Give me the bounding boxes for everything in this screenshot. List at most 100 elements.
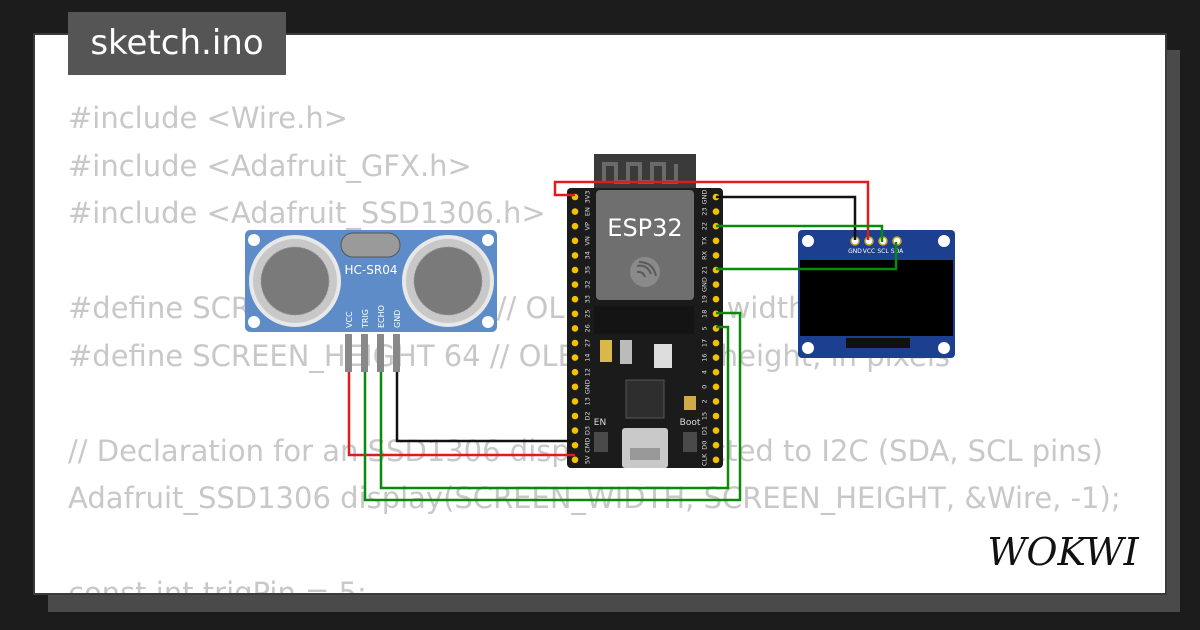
wire-gpio22-scl[interactable] bbox=[716, 224, 884, 242]
header-pin[interactable] bbox=[712, 354, 720, 361]
pin-label: EN bbox=[584, 207, 592, 216]
crystal-oscillator bbox=[340, 232, 401, 258]
pin-label: VP bbox=[584, 222, 592, 230]
smd-component bbox=[684, 396, 696, 410]
header-pin[interactable] bbox=[571, 368, 579, 376]
pin-label: VN bbox=[584, 236, 592, 245]
transmitter-icon bbox=[249, 235, 341, 327]
header-pin[interactable] bbox=[571, 222, 579, 230]
header-pin[interactable] bbox=[712, 368, 720, 376]
pin-label: D2 bbox=[584, 411, 592, 420]
wire-vcc-5v[interactable] bbox=[347, 372, 575, 457]
header-pin[interactable] bbox=[712, 252, 720, 259]
pin-label: GND bbox=[584, 379, 592, 394]
boot-button[interactable] bbox=[683, 432, 697, 452]
pin-trig[interactable] bbox=[361, 334, 368, 372]
header-pin[interactable] bbox=[571, 354, 579, 361]
en-button[interactable] bbox=[594, 432, 608, 452]
pin-label: 27 bbox=[584, 339, 592, 347]
pin-gnd[interactable] bbox=[393, 334, 400, 372]
pin-label: 17 bbox=[701, 339, 709, 347]
wifi-antenna bbox=[594, 154, 696, 192]
header-pin[interactable] bbox=[571, 266, 579, 274]
receiver-icon bbox=[402, 235, 494, 327]
header-pin[interactable] bbox=[571, 398, 579, 405]
header-pin[interactable] bbox=[712, 383, 720, 391]
oled-pin-label: SCL bbox=[877, 248, 889, 255]
pin-label: 25 bbox=[584, 310, 592, 318]
usb-uart-chip bbox=[625, 379, 665, 419]
header-pin[interactable] bbox=[571, 412, 579, 420]
header-pin[interactable] bbox=[571, 310, 579, 318]
pin-vcc[interactable] bbox=[345, 334, 352, 372]
header-pin[interactable] bbox=[712, 456, 720, 464]
header-pin[interactable] bbox=[571, 252, 579, 259]
smd-component bbox=[600, 340, 612, 362]
pin-label: CLK bbox=[701, 453, 709, 466]
antenna-trace bbox=[602, 162, 678, 184]
header-pin[interactable] bbox=[571, 339, 579, 347]
pin-label: D0 bbox=[701, 441, 709, 450]
sensor-pin-label: GND bbox=[393, 310, 402, 328]
pin-label: 0 bbox=[701, 385, 709, 389]
header-pin[interactable] bbox=[712, 412, 720, 420]
wire-echo-gpio18[interactable] bbox=[379, 325, 730, 490]
wire-trig-gpio5[interactable] bbox=[363, 311, 742, 502]
wire-gnd-gnd[interactable] bbox=[395, 372, 575, 443]
header-pin[interactable] bbox=[712, 427, 720, 434]
usb-port-inner bbox=[630, 448, 660, 460]
code-line: #include <Adafruit_SSD1306.h> bbox=[68, 196, 546, 230]
sensor-pin-label: ECHO bbox=[377, 305, 386, 328]
wire-3v3-oled-vcc[interactable] bbox=[553, 180, 870, 240]
esp32-board[interactable]: ESP32 EN Boot 3V3ENVPVN34353233252627141… bbox=[567, 154, 723, 468]
pin-label: 18 bbox=[701, 310, 709, 318]
pin-label: 4 bbox=[701, 370, 709, 374]
header-pin[interactable] bbox=[712, 398, 720, 405]
pin-label: GND bbox=[701, 190, 709, 205]
wires bbox=[347, 180, 898, 502]
header-pin[interactable] bbox=[571, 281, 579, 288]
mount-hole bbox=[248, 316, 260, 328]
header-pin[interactable] bbox=[712, 281, 720, 288]
sensor-pin-label: VCC bbox=[345, 311, 354, 328]
header-pin[interactable] bbox=[712, 208, 720, 215]
pin-label: 23 bbox=[701, 207, 709, 215]
sensor-label: HC-SR04 bbox=[345, 263, 398, 277]
pin-label: 12 bbox=[584, 368, 592, 376]
logo-text: WOKWI bbox=[987, 530, 1139, 574]
pin-label: RX bbox=[701, 250, 709, 260]
header-pin[interactable] bbox=[712, 237, 720, 245]
header-pin[interactable] bbox=[571, 237, 579, 245]
pin-label: GND bbox=[701, 277, 709, 292]
oled-ribbon bbox=[846, 338, 910, 348]
wire-gpio21-sda[interactable] bbox=[716, 242, 898, 271]
header-pin[interactable] bbox=[571, 383, 579, 391]
pin-label: CMD bbox=[584, 438, 592, 453]
pin-label: 5V bbox=[584, 455, 592, 464]
mount-hole bbox=[482, 234, 494, 246]
pin-label: 34 bbox=[584, 251, 592, 259]
pin-echo[interactable] bbox=[377, 334, 384, 372]
espressif-logo-icon bbox=[630, 257, 660, 287]
header-pin[interactable] bbox=[712, 441, 720, 449]
oled-pin-label: GND bbox=[848, 248, 862, 255]
header-pin[interactable] bbox=[571, 295, 579, 303]
pin-label: 14 bbox=[584, 353, 592, 361]
pin-label: 2 bbox=[701, 399, 709, 403]
header-pin[interactable] bbox=[571, 427, 579, 434]
header-pin[interactable] bbox=[712, 295, 720, 303]
header-pin[interactable] bbox=[571, 325, 579, 332]
header-pin[interactable] bbox=[571, 456, 579, 464]
file-tab[interactable]: sketch.ino bbox=[68, 12, 286, 75]
pin-label: TX bbox=[701, 236, 709, 246]
pin-label: 26 bbox=[584, 324, 592, 332]
header-pin[interactable] bbox=[571, 208, 579, 215]
mount-hole bbox=[802, 342, 814, 354]
pin-label: 16 bbox=[701, 353, 709, 361]
header-pin[interactable] bbox=[571, 441, 579, 449]
header-pin[interactable] bbox=[712, 339, 720, 347]
pin-label: D3 bbox=[584, 426, 592, 435]
